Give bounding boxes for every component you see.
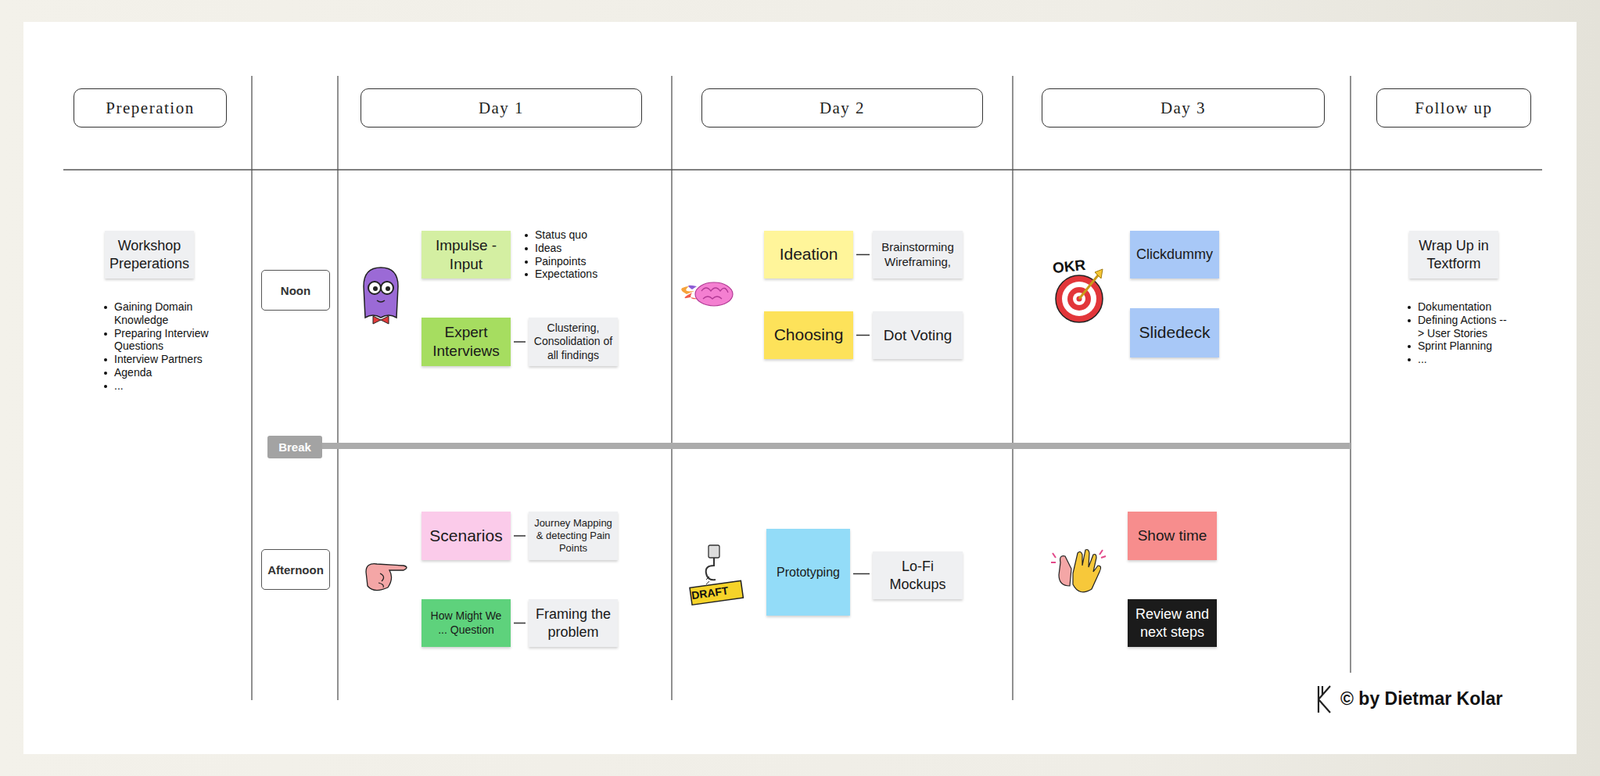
header-box: Day 3: [1041, 88, 1325, 128]
bullet-item: Dokumentation: [1405, 300, 1507, 314]
sticky-note: Framing the problem: [528, 599, 618, 647]
node-text: Slidedeck: [1138, 322, 1210, 343]
bullet-item: Sprint Planning: [1405, 339, 1507, 353]
brain-icon: [681, 282, 733, 306]
time-slot-box: Noon: [261, 269, 331, 311]
time-slot-box: Afternoon: [261, 548, 331, 590]
bullet-list: Status quoIdeasPainpointsExpectations: [522, 228, 617, 281]
node-text: Expert Interviews: [425, 322, 507, 361]
connector-line: [856, 254, 870, 256]
node-text: Framing the problem: [532, 605, 614, 641]
bullet-item: ...: [1405, 352, 1507, 366]
header-box: Day 2: [701, 88, 983, 128]
sticky-note: Review and next steps: [1127, 599, 1217, 647]
tag-label: DRAFT: [690, 584, 729, 602]
node-text: Follow up: [1414, 98, 1493, 119]
sticky-note: Wrap Up in Textform: [1409, 230, 1499, 279]
bullet-item: Defining Actions --> User Stories: [1405, 313, 1507, 341]
node-text: Workshop Preperations: [108, 236, 191, 273]
sticky-note: Clickdummy: [1130, 230, 1220, 279]
bullet-item: Interview Partners: [101, 352, 216, 366]
node-text: Review and next steps: [1131, 605, 1213, 641]
sticky-note: How Might We ... Question: [421, 599, 511, 647]
node-text: Preperation: [105, 98, 194, 119]
monster-icon: [363, 267, 399, 324]
break-bar: [322, 442, 1351, 449]
bullet-item: ...: [101, 379, 216, 393]
node-text: Wrap Up in Textform: [1413, 236, 1495, 273]
node-text: Day 2: [819, 98, 865, 119]
bullet-item: Expectations: [522, 267, 617, 281]
sticky-note: Impulse - Input: [421, 230, 511, 279]
sticky-note: Show time: [1127, 511, 1217, 560]
bullet-list: Gaining Domain KnowledgePreparing Interv…: [101, 300, 216, 393]
header-box: Follow up: [1376, 88, 1532, 128]
header-box: Preperation: [73, 88, 227, 128]
node-text: Prototyping: [776, 564, 840, 581]
draft-hook-icon: [689, 545, 743, 605]
sticky-note: Prototyping: [766, 528, 851, 616]
connector-line: [853, 573, 870, 575]
connector-line: [513, 340, 526, 343]
bullet-item: Preparing Interview Questions: [101, 326, 216, 354]
node-text: Lo-Fi Mockups: [876, 557, 959, 593]
grid-lines: [63, 75, 1543, 700]
pointing-hand-icon: [365, 563, 407, 591]
node-text: Day 1: [478, 98, 524, 119]
node-text: Clickdummy: [1136, 245, 1213, 264]
node-text: Show time: [1137, 526, 1208, 546]
node-text: Break: [278, 440, 312, 454]
node-text: Scenarios: [429, 525, 503, 546]
bullet-item: Ideas: [522, 241, 617, 255]
bullet-item: Agenda: [101, 365, 216, 380]
node-text: Choosing: [774, 324, 844, 345]
connector-line: [856, 334, 870, 337]
waving-hands-icon: [1051, 549, 1106, 592]
node-text: Noon: [280, 283, 311, 298]
sticky-note: Workshop Preperations: [104, 230, 194, 279]
sticky-note: Scenarios: [421, 511, 511, 560]
sticky-note: Ideation: [764, 230, 854, 279]
node-text: Day 3: [1160, 98, 1206, 119]
sticky-note: Lo-Fi Mockups: [872, 551, 963, 600]
node-text: Journey Mapping & detecting Pain Points: [532, 516, 614, 556]
header-box: Day 1: [360, 88, 643, 128]
connector-line: [513, 534, 526, 537]
bullet-item: Status quo: [522, 228, 617, 242]
sticky-note: Slidedeck: [1130, 308, 1220, 358]
break-label: Break: [267, 435, 323, 459]
sticky-note: Choosing: [764, 311, 854, 359]
copyright-note: © by Dietmar Kolar: [1340, 688, 1503, 710]
node-text: How Might We ... Question: [425, 609, 507, 637]
sticky-note: Brainstorming Wireframing,: [872, 230, 963, 279]
bullet-list: DokumentationDefining Actions --> User S…: [1405, 300, 1507, 366]
node-text: Dot Voting: [883, 326, 953, 345]
sheet: [23, 21, 1577, 754]
bullet-item: Painpoints: [522, 254, 617, 269]
target-icon: [1055, 269, 1103, 323]
bullet-item: Gaining Domain Knowledge: [101, 300, 216, 327]
connector-line: [513, 622, 526, 625]
node-text: Clustering, Consolidation of all finding…: [532, 321, 614, 363]
sticky-note: Journey Mapping & detecting Pain Points: [528, 511, 618, 560]
sticky-note: Expert Interviews: [421, 317, 511, 366]
sticky-note: Dot Voting: [872, 311, 963, 359]
node-text: Brainstorming Wireframing,: [876, 240, 959, 270]
logo-mark: [1318, 685, 1331, 713]
sticky-note: Clustering, Consolidation of all finding…: [528, 317, 618, 366]
node-text: Impulse - Input: [425, 236, 507, 274]
node-text: Afternoon: [267, 563, 324, 577]
node-text: Ideation: [779, 243, 839, 265]
icon-label: OKR: [1051, 256, 1087, 277]
